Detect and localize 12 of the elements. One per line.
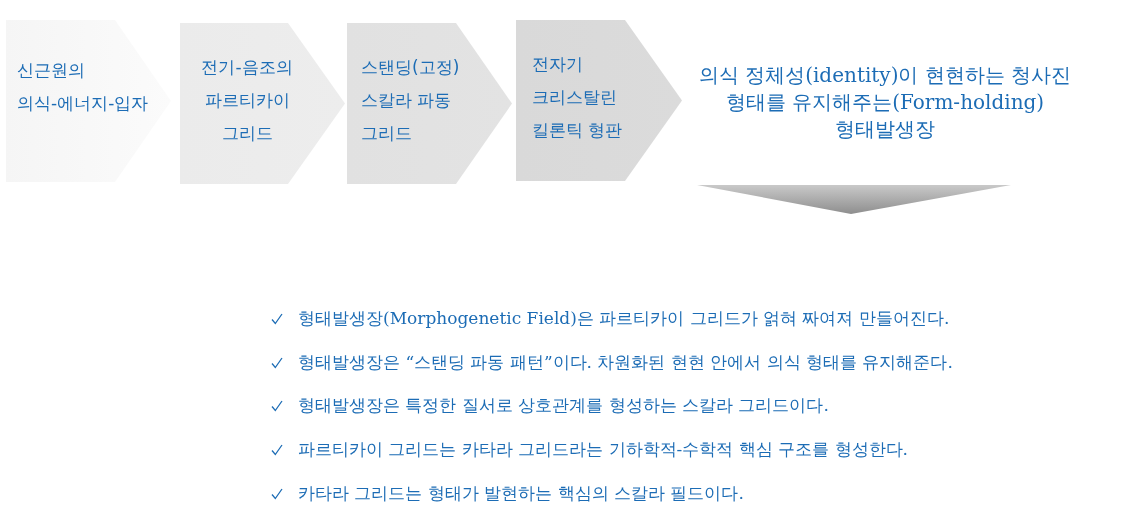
checklist-item: 파르티카이 그리드는 카타라 그리드라는 기하학적-수학적 핵심 구조를 형성한다. — [298, 438, 908, 462]
chevron-step — [516, 20, 682, 181]
step-label: 전자기 크리스탈린 킬론틱 형판 — [532, 53, 624, 142]
step-label: 신근원의 의식-에너지-입자 — [17, 59, 150, 115]
checklist-item: 카타라 그리드는 형태가 발현하는 핵심의 스칼라 필드이다. — [298, 481, 744, 505]
step-label: 스탠딩(고정) 스칼라 파동 그리드 — [361, 56, 461, 145]
step-heading: 의식 정체성(identity)이 현현하는 청사진 형태를 유지해주는(Form-holding) 형태발생장 — [688, 62, 1082, 143]
chevron-step — [347, 23, 512, 184]
checklist-item: 형태발생장(Morphogenetic Field)은 파르티카이 그리드가 얽혀 짜여져 만들어진다. — [298, 307, 950, 331]
checklist-item: 형태발생장은 “스탠딩 파동 패턴”이다. 차원화된 현현 안에서 의식 형태를 유지해준다. — [298, 350, 953, 374]
checklist-item: 형태발생장은 특정한 질서로 상호관계를 형성하는 스칼라 그리드이다. — [298, 394, 829, 418]
step-label: 전기-음조의 파르티카이 그리드 — [200, 56, 294, 145]
